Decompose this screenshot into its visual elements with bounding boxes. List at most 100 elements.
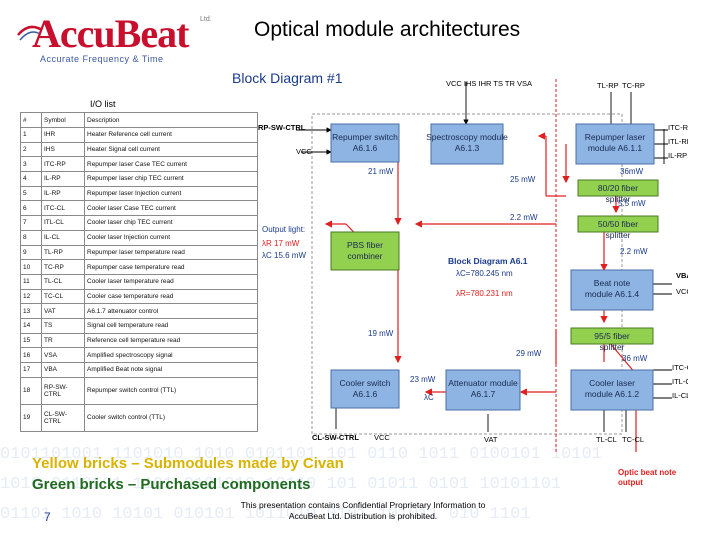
- row-symbol: IL-RP: [41, 185, 85, 202]
- row-symbol: IHR: [41, 127, 85, 143]
- tc-cl-label: TC-CL: [622, 435, 644, 444]
- row-number: 3: [20, 156, 42, 173]
- fiber-paths: [324, 132, 637, 452]
- power-5-5mw: 5.5 mW: [618, 199, 646, 208]
- vat-label: VAT: [484, 435, 498, 444]
- logo-brand: AccuBeat: [32, 11, 189, 56]
- power-25mw: 25 mW: [510, 175, 536, 184]
- row-description: A6.1.7 attenuator control: [84, 303, 258, 319]
- row-number: 13: [20, 303, 42, 319]
- lambda-r-frequency: λR=780.231 nm: [456, 289, 513, 298]
- tl-rp-label: TL-RP: [597, 81, 619, 90]
- cooler-laser-block: [570, 369, 654, 411]
- row-description: Cooler laser Injection current: [84, 229, 258, 246]
- row-description: Cooler case temperature read: [84, 288, 258, 305]
- pbs-combiner-block: [330, 231, 400, 271]
- lambda-c-power: λC 15.6 mW: [262, 251, 306, 260]
- row-number: 6: [20, 200, 42, 217]
- vba-label: VBA: [676, 271, 688, 280]
- power-29mw: 29 mW: [516, 349, 542, 358]
- splitter-95-5-block: [570, 327, 654, 345]
- optic-beat-output-label: Optic beat note output: [618, 468, 677, 487]
- il-cl-label: IL-CL: [672, 391, 688, 400]
- row-number: 12: [20, 288, 42, 305]
- splitter-80-20-block: [577, 179, 659, 197]
- vcc-cooler-label: VCC: [374, 433, 390, 442]
- itl-rp-label: ITL-RP: [668, 137, 688, 146]
- power-36mw: 36mW: [620, 167, 644, 176]
- row-description: Signal cell temperature read: [84, 317, 258, 334]
- itc-rp-label: ITC-RP: [668, 123, 688, 132]
- row-number: 16: [20, 347, 42, 363]
- row-description: Amplified Beat note signal: [84, 362, 258, 378]
- row-symbol: RP-SW-CTRL: [41, 376, 85, 405]
- row-number: 17: [20, 362, 42, 378]
- itl-cl-label: ITL-CL: [672, 377, 688, 386]
- page-title: Optical module architectures: [254, 18, 521, 41]
- row-description: Cooler laser Case TEC current: [84, 200, 258, 217]
- legend-green: Green bricks – Purchased components: [32, 476, 311, 493]
- power-21mw: 21 mW: [368, 167, 394, 176]
- repumper-laser-block: [575, 123, 655, 165]
- lambda-r-power: λR 17 mW: [262, 239, 300, 248]
- power-36mw-b: 36 mW: [622, 354, 648, 363]
- top-signal-labels: VCC IHS IHR TS TR VSA: [446, 79, 532, 88]
- block-diagram-a61-label: Block Diagram A6.1: [448, 256, 528, 266]
- row-number: 9: [20, 244, 42, 261]
- row-description: Repumper laser chip TEC current: [84, 171, 258, 187]
- row-symbol: VBA: [41, 362, 85, 378]
- row-symbol: ITL-CL: [41, 215, 85, 231]
- row-description: Repumper laser Case TEC current: [84, 156, 258, 173]
- row-number: 1: [20, 127, 42, 143]
- repumper-switch-block: [330, 123, 400, 163]
- row-number: 7: [20, 215, 42, 231]
- row-description: Repumper case temperature read: [84, 259, 258, 275]
- attenuator-block: [445, 369, 521, 411]
- logo-swirl-icon: [17, 25, 43, 41]
- row-symbol: TL-CL: [41, 273, 85, 290]
- row-description: Cooler laser temperature read: [84, 273, 258, 290]
- legend-yellow: Yellow bricks – Submodules made by Civan: [32, 455, 344, 472]
- row-description: Amplified spectroscopy signal: [84, 347, 258, 363]
- binary-background: 0101101001 1101010 1010 0101101 101 0110…: [0, 445, 602, 524]
- row-number: 8: [20, 229, 42, 246]
- row-symbol: ITC-RP: [41, 156, 85, 173]
- vcc-beat-label: VCC: [676, 287, 688, 296]
- lambda-c-small: λC: [424, 393, 434, 402]
- row-number: 5: [20, 185, 42, 202]
- row-description: Repumper switch control (TTL): [84, 376, 258, 405]
- il-rp-label: IL-RP: [668, 151, 687, 160]
- spectroscopy-block: [430, 123, 504, 165]
- col-header: #: [20, 112, 42, 128]
- itc-cl-label: ITC-CL: [672, 363, 688, 372]
- row-symbol: TS: [41, 317, 85, 334]
- row-description: Repumper laser temperature read: [84, 244, 258, 261]
- row-number: 14: [20, 317, 42, 334]
- row-description: Reference cell temperature read: [84, 332, 258, 349]
- tc-rp-label: TC-RP: [622, 81, 645, 90]
- row-symbol: ITC-CL: [41, 200, 85, 217]
- row-number: 4: [20, 171, 42, 187]
- row-description: Heater Reference cell current: [84, 127, 258, 143]
